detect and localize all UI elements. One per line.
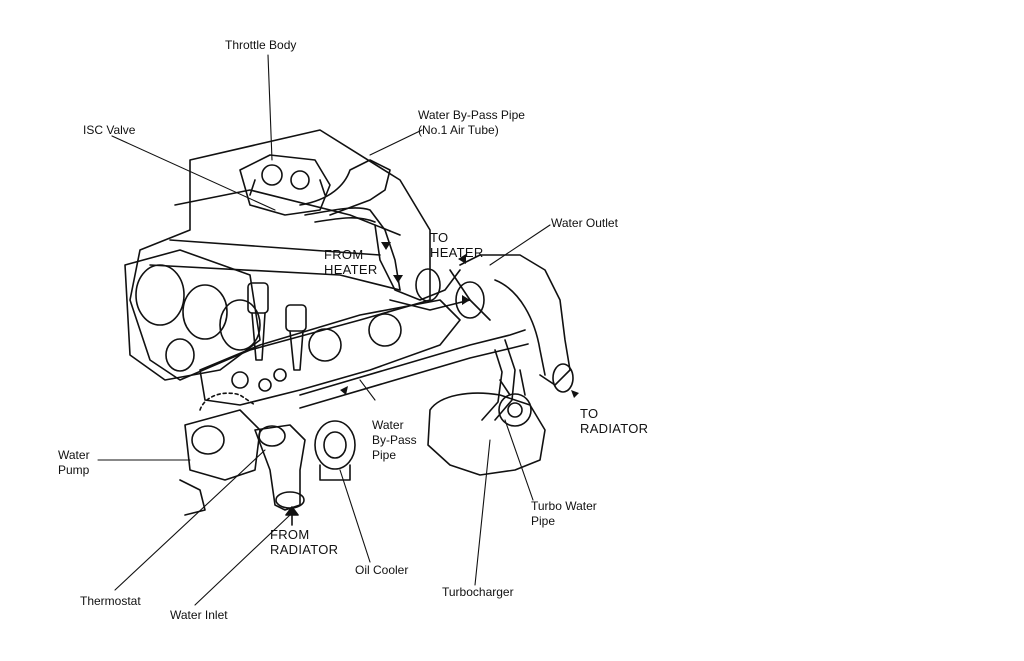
label-throttle-body: Throttle Body xyxy=(225,38,297,52)
label-to-radiator-line1: TO xyxy=(580,406,599,421)
cylinder-head xyxy=(199,299,461,406)
label-turbocharger: Turbocharger xyxy=(442,585,514,599)
label-water-bypass-line1: Water xyxy=(372,418,404,432)
label-thermostat: Thermostat xyxy=(80,594,141,608)
label-from-heater-line1: FROM xyxy=(324,247,364,262)
label-water-outlet: Water Outlet xyxy=(551,216,618,230)
label-from-radiator-line1: FROM xyxy=(270,527,310,542)
spark-plugs xyxy=(247,282,307,371)
heater-hoses xyxy=(374,224,471,311)
label-bypass-pipe-line2: (No.1 Air Tube) xyxy=(418,123,499,137)
label-water-bypass-line2: By-Pass xyxy=(372,433,417,447)
timing-cover xyxy=(124,249,261,381)
label-turbo-water-pipe-line2: Pipe xyxy=(531,514,556,528)
label-from-radiator-line2: RADIATOR xyxy=(270,542,339,557)
label-bypass-pipe-line1: Water By-Pass Pipe xyxy=(418,108,525,122)
label-water-bypass-line3: Pipe xyxy=(372,448,397,462)
bypass-pipe-long xyxy=(299,329,529,409)
label-oil-cooler: Oil Cooler xyxy=(355,563,409,577)
flow-arrows xyxy=(340,242,579,398)
water-pump-shape xyxy=(179,409,261,516)
label-from-heater-line2: HEATER xyxy=(324,262,378,277)
label-water-pump-line2: Pump xyxy=(58,463,90,477)
label-water-pump-line1: Water xyxy=(58,448,90,462)
label-isc-valve: ISC Valve xyxy=(83,123,136,137)
water-outlet-hose xyxy=(449,254,574,393)
turbo-water-pipe-shape xyxy=(481,339,516,421)
label-to-heater-line2: HEATER xyxy=(430,245,484,260)
turbocharger-shape xyxy=(427,369,546,476)
oil-cooler-shape xyxy=(314,420,356,481)
label-to-radiator-line2: RADIATOR xyxy=(580,421,649,436)
thermostat-housing xyxy=(254,424,306,526)
leader-lines xyxy=(97,54,551,606)
bypass-pipe-top xyxy=(299,159,401,291)
label-turbo-water-pipe-line1: Turbo Water xyxy=(531,499,597,513)
flow-dotted-path xyxy=(199,392,256,411)
label-water-inlet: Water Inlet xyxy=(170,608,228,622)
label-to-heater-line1: TO xyxy=(430,230,449,245)
